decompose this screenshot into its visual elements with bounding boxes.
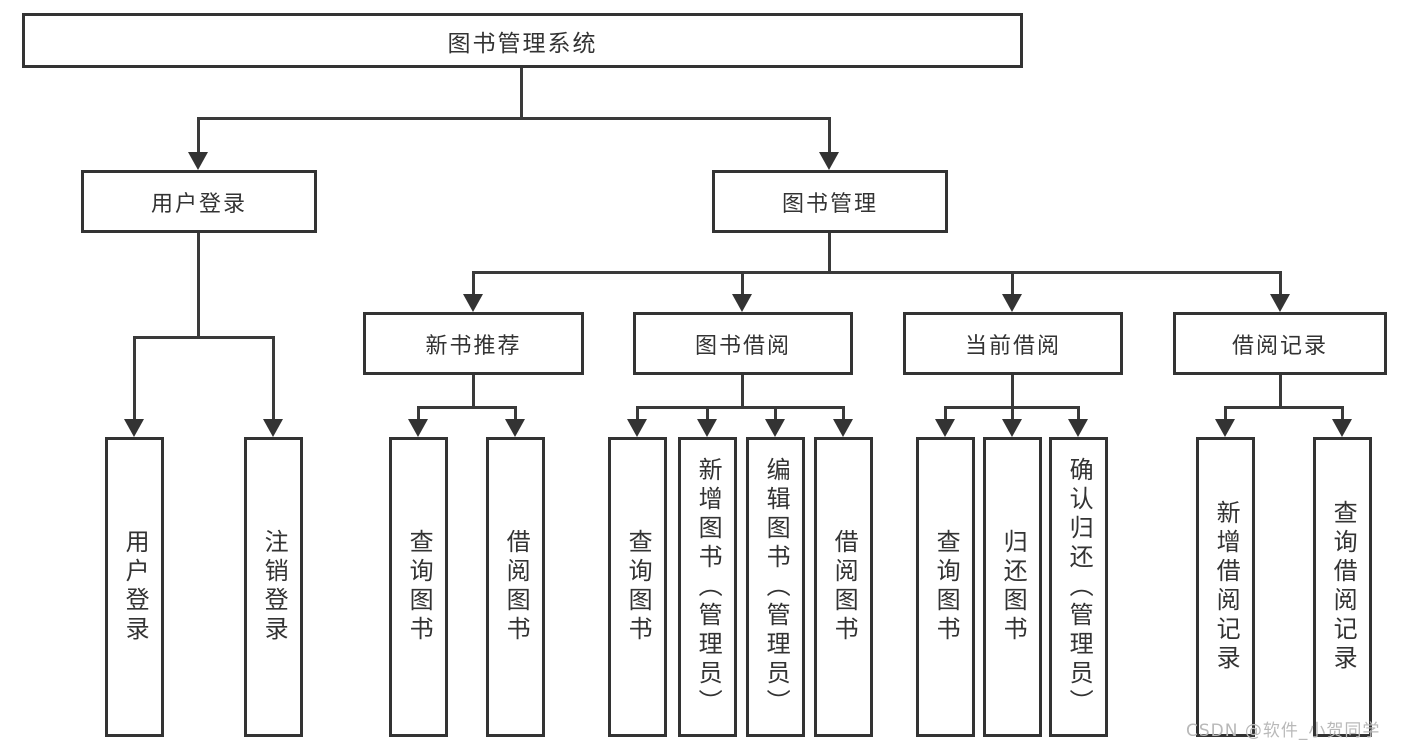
connector-line xyxy=(741,271,744,294)
arrow-down-icon xyxy=(188,152,208,170)
arrow-down-icon xyxy=(819,152,839,170)
arrow-down-icon xyxy=(732,294,752,312)
leaf-recommend-query-books: 查询图书 xyxy=(389,437,448,737)
leaf-label: 用户登录 xyxy=(121,529,150,645)
leaf-label: 借阅图书 xyxy=(502,529,531,645)
leaf-logout: 注销登录 xyxy=(244,437,303,737)
connector-line xyxy=(520,68,523,120)
node-label: 图书管理 xyxy=(781,191,878,217)
connector-line xyxy=(197,233,200,339)
leaf-user-login: 用户登录 xyxy=(105,437,164,737)
leaf-label: 新增图书（管理员） xyxy=(694,456,723,718)
arrow-down-icon xyxy=(408,419,428,437)
leaf-label: 查询借阅记录 xyxy=(1329,500,1358,674)
connector-line xyxy=(636,406,845,409)
connector-line xyxy=(133,336,275,339)
leaf-borrowing-add-books-admin: 新增图书（管理员） xyxy=(678,437,737,737)
leaf-label: 新增借阅记录 xyxy=(1212,500,1241,674)
node-label: 图书管理系统 xyxy=(447,30,598,57)
arrow-down-icon xyxy=(463,294,483,312)
leaf-borrowing-borrow-books: 借阅图书 xyxy=(814,437,873,737)
connector-line xyxy=(1011,271,1014,294)
connector-line xyxy=(828,117,831,152)
arrow-down-icon xyxy=(124,419,144,437)
connector-line xyxy=(417,406,517,409)
node-label: 用户登录 xyxy=(150,191,247,217)
node-library-management-system: 图书管理系统 xyxy=(22,13,1023,68)
connector-line xyxy=(472,271,1282,274)
connector-line xyxy=(774,406,777,419)
leaf-borrowing-query-books: 查询图书 xyxy=(608,437,667,737)
arrow-down-icon xyxy=(697,419,717,437)
connector-line xyxy=(472,375,475,408)
leaf-current-query-books: 查询图书 xyxy=(916,437,975,737)
connector-line xyxy=(133,336,136,419)
node-book-management: 图书管理 xyxy=(712,170,948,233)
leaf-current-return-books: 归还图书 xyxy=(983,437,1042,737)
leaf-records-add-record: 新增借阅记录 xyxy=(1196,437,1255,737)
connector-line xyxy=(1341,406,1344,419)
arrow-down-icon xyxy=(1270,294,1290,312)
connector-line xyxy=(706,406,709,419)
arrow-down-icon xyxy=(627,419,647,437)
leaf-label: 查询图书 xyxy=(932,529,961,645)
leaf-recommend-borrow-books: 借阅图书 xyxy=(486,437,545,737)
arrow-down-icon xyxy=(263,419,283,437)
connector-line xyxy=(1224,406,1344,409)
connector-line xyxy=(417,406,420,419)
node-book-borrowing: 图书借阅 xyxy=(633,312,853,375)
connector-line xyxy=(741,375,744,408)
leaf-label: 注销登录 xyxy=(260,529,289,645)
connector-line xyxy=(197,117,200,152)
node-new-book-recommend: 新书推荐 xyxy=(363,312,584,375)
csdn-watermark: CSDN @软件_小贺同学 xyxy=(1186,721,1381,741)
connector-line xyxy=(842,406,845,419)
node-current-borrowing: 当前借阅 xyxy=(903,312,1123,375)
connector-line xyxy=(1011,406,1014,419)
node-user-login: 用户登录 xyxy=(81,170,317,233)
leaf-borrowing-edit-books-admin: 编辑图书（管理员） xyxy=(746,437,805,737)
connector-line xyxy=(197,117,831,120)
leaf-current-confirm-return-admin: 确认归还（管理员） xyxy=(1049,437,1108,737)
arrow-down-icon xyxy=(1002,294,1022,312)
arrow-down-icon xyxy=(1332,419,1352,437)
connector-line xyxy=(1279,271,1282,294)
arrow-down-icon xyxy=(765,419,785,437)
leaf-records-query-record: 查询借阅记录 xyxy=(1313,437,1372,737)
leaf-label: 查询图书 xyxy=(405,529,434,645)
arrow-down-icon xyxy=(505,419,525,437)
connector-line xyxy=(636,406,639,419)
connector-line xyxy=(1011,375,1014,408)
connector-line xyxy=(272,336,275,419)
connector-line xyxy=(472,271,475,294)
connector-line xyxy=(514,406,517,419)
leaf-label: 确认归还（管理员） xyxy=(1065,456,1094,718)
node-label: 图书借阅 xyxy=(694,333,791,359)
node-borrowing-records: 借阅记录 xyxy=(1173,312,1387,375)
leaf-label: 查询图书 xyxy=(624,529,653,645)
node-label: 当前借阅 xyxy=(964,333,1061,359)
arrow-down-icon xyxy=(1215,419,1235,437)
leaf-label: 借阅图书 xyxy=(830,529,859,645)
arrow-down-icon xyxy=(1068,419,1088,437)
connector-line xyxy=(1077,406,1080,419)
arrow-down-icon xyxy=(1002,419,1022,437)
arrow-down-icon xyxy=(935,419,955,437)
connector-line xyxy=(944,406,947,419)
connector-line xyxy=(1279,375,1282,408)
arrow-down-icon xyxy=(833,419,853,437)
node-label: 新书推荐 xyxy=(425,333,522,359)
connector-line xyxy=(828,233,831,274)
leaf-label: 编辑图书（管理员） xyxy=(762,456,791,718)
connector-line xyxy=(1224,406,1227,419)
node-label: 借阅记录 xyxy=(1231,333,1328,359)
leaf-label: 归还图书 xyxy=(999,529,1028,645)
